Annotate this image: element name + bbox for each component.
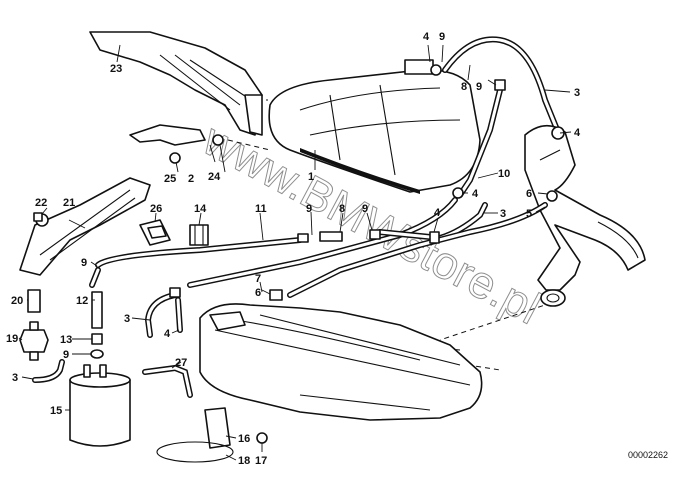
- dashed-leader: [439, 299, 561, 341]
- callout-3: 3: [500, 208, 506, 220]
- callout-16: 16: [238, 433, 250, 445]
- upper-fuel-tank-part-1: [268, 59, 481, 194]
- callout-12: 12: [76, 295, 88, 307]
- leader-lines: [18, 44, 572, 461]
- callout-4: 4: [574, 127, 581, 139]
- callout-27: 27: [175, 357, 187, 369]
- callout-2: 2: [188, 173, 194, 185]
- hose-part-12: [91, 291, 103, 329]
- nut-part-2: [212, 134, 224, 146]
- valve-part-19: [19, 321, 49, 361]
- callout-17: 17: [255, 455, 267, 467]
- callout-4: 4: [423, 31, 430, 43]
- callout-8: 8: [339, 203, 345, 215]
- callout-14: 14: [194, 203, 207, 215]
- callout-20: 20: [11, 295, 23, 307]
- callout-11: 11: [255, 203, 267, 215]
- callout-6: 6: [255, 287, 261, 299]
- callout-4: 4: [164, 328, 171, 340]
- callout-3: 3: [124, 313, 130, 325]
- callout-6: 6: [526, 188, 532, 200]
- hose-part-3-left: [32, 359, 65, 383]
- callout-9: 9: [476, 81, 482, 93]
- callout-9: 9: [362, 203, 368, 215]
- callout-8: 8: [461, 81, 467, 93]
- callout-9: 9: [439, 31, 445, 43]
- filler-neck-pipe: [524, 124, 646, 307]
- nut-part-17: [256, 432, 268, 444]
- callout-9: 9: [306, 203, 312, 215]
- callout-3: 3: [12, 372, 18, 384]
- callout-24: 24: [208, 171, 221, 183]
- callout-3: 3: [574, 87, 580, 99]
- canister-part-15: [69, 364, 131, 447]
- bracket-part-16: [204, 407, 231, 449]
- clamp-part-9-left: [90, 349, 104, 359]
- strap-part-18: [156, 441, 234, 463]
- callout-25: 25: [164, 173, 176, 185]
- reference-number: 00002262: [628, 450, 668, 460]
- callout-22: 22: [35, 197, 47, 209]
- callout-10: 10: [498, 168, 510, 180]
- clip-part-14: [189, 224, 209, 246]
- vent-hose-upper-right: [442, 36, 561, 198]
- callout-21: 21: [63, 197, 75, 209]
- callout-13: 13: [60, 334, 72, 346]
- hose-part-27: [142, 364, 193, 398]
- callout-7: 7: [255, 273, 261, 285]
- bolt-part-25: [169, 152, 181, 164]
- heat-shield-part-21: [19, 177, 151, 276]
- callout-1: 1: [308, 171, 314, 183]
- callout-4: 4: [472, 188, 479, 200]
- lower-fuel-tank: [199, 303, 483, 421]
- callout-18: 18: [238, 455, 250, 467]
- hose-clamps: [169, 64, 565, 301]
- callout-5: 5: [526, 208, 532, 220]
- heat-shield-part-23: [89, 31, 263, 136]
- callouts: 23 4 9 8 9 3 4 1 10 4 6 3 5 4 24 25 2 22…: [6, 31, 581, 467]
- filter-part-20: [27, 289, 41, 313]
- callout-15: 15: [50, 405, 62, 417]
- callout-9: 9: [81, 257, 87, 269]
- bracket-part-24: [129, 124, 206, 146]
- callout-26: 26: [150, 203, 162, 215]
- callout-23: 23: [110, 63, 122, 75]
- dashed-leader: [227, 139, 271, 151]
- bracket-part-26: [139, 219, 171, 246]
- connector-part-13: [91, 333, 103, 345]
- callout-4: 4: [434, 207, 441, 219]
- callout-9: 9: [63, 349, 69, 361]
- callout-19: 19: [6, 333, 18, 345]
